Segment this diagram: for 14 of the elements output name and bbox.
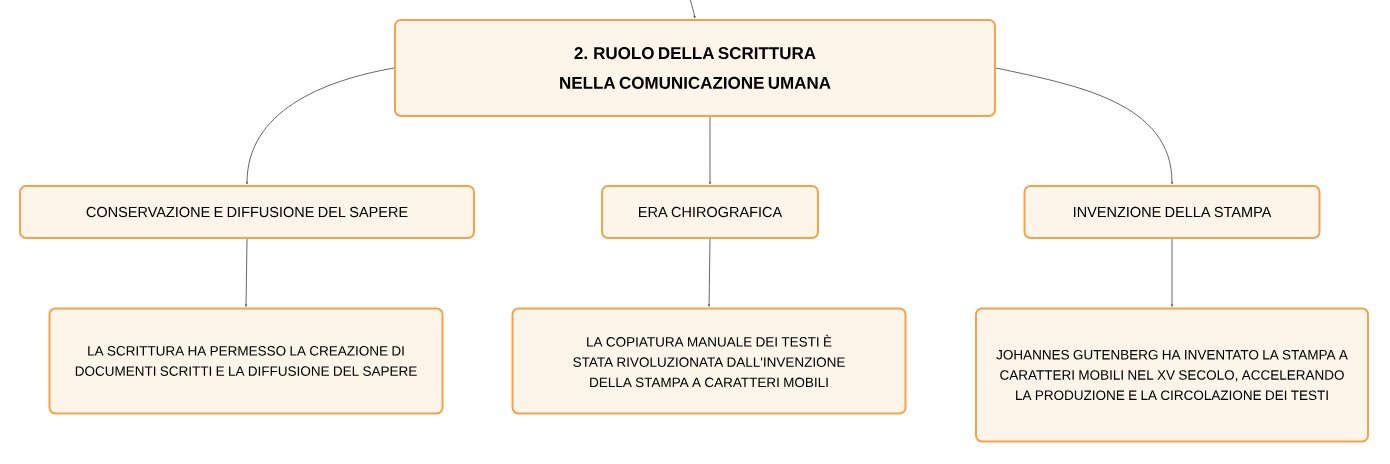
- arrow: [995, 67, 1174, 185]
- arrow: [1170, 238, 1174, 307]
- arrow: [689, 0, 696, 19]
- arrow: [245, 67, 395, 185]
- detail-box: JOHANNES GUTENBERG HA INVENTATO LA STAMPA A CARATTERI MOBILI NEL XV SECOLO, ACCELERANDO LA PRODUZIONE E LA CIRCOLAZIONE DEI TESTI: [975, 307, 1369, 443]
- subtopic-box: INVENZIONE DELLA STAMPA: [1023, 185, 1321, 239]
- subtopic-box: CONSERVAZIONE E DIFFUSIONE DEL SAPERE: [19, 185, 475, 239]
- topic-box: 2. RUOLO DELLA SCRITTURA NELLA COMUNICAZIONE UMANA: [394, 19, 996, 117]
- arrow: [708, 116, 712, 185]
- subtopic-box: ERA CHIROGRAFICA: [601, 185, 819, 239]
- arrow: [707, 238, 711, 307]
- detail-box: LA SCRITTURA HA PERMESSO LA CREAZIONE DI DOCUMENTI SCRITTI E LA DIFFUSIONE DEL SAPERE: [48, 307, 444, 415]
- detail-box: LA COPIATURA MANUALE DEI TESTI È STATA RIVOLUZIONATA DALL'INVENZIONE DELLA STAMPA A CARATTERI MOBILI: [511, 307, 907, 415]
- arrow: [244, 238, 248, 307]
